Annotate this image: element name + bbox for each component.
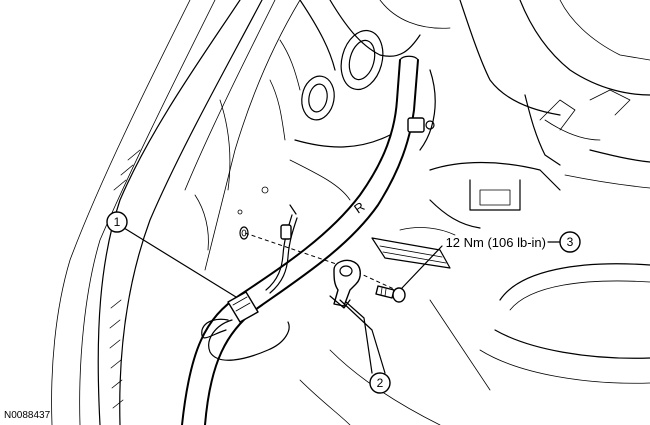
callout-number-3: 3	[567, 235, 574, 249]
sensor-bolt	[375, 285, 395, 299]
body-panel-structure	[51, 0, 650, 425]
alignment-line	[244, 232, 397, 291]
torque-specification: 12 Nm (106 lb-in)	[446, 235, 546, 250]
callout-1: 1	[106, 211, 237, 298]
connector-assembly	[201, 204, 298, 361]
callout-number-2: 2	[377, 376, 384, 390]
harness-side-marking: R	[351, 199, 367, 217]
mounting-hole	[239, 226, 249, 240]
figure-id: N0088437	[4, 410, 51, 421]
callout-2: 2	[339, 299, 391, 394]
impact-sensor	[333, 259, 361, 307]
callout-number-1: 1	[114, 215, 121, 229]
push-pin-retainer	[407, 117, 425, 133]
impact-sensor-assembly	[239, 226, 406, 309]
bolt-head	[392, 287, 406, 303]
callout-3: 3 12 Nm (106 lb-in)	[401, 231, 581, 289]
wiring-harness-conduit: R	[181, 55, 435, 425]
